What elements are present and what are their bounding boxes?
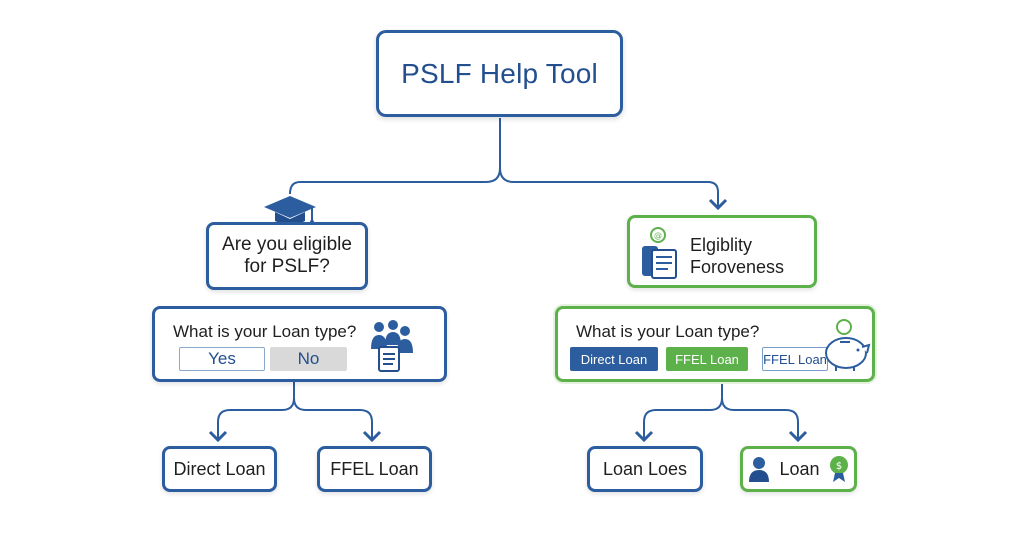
question-line-1: Are you eligible <box>222 234 352 255</box>
people-document-icon <box>371 320 413 372</box>
document-stack-icon: @ <box>642 227 677 279</box>
no-button[interactable]: No <box>270 347 347 371</box>
direct-loan-option[interactable]: Direct Loan <box>570 347 658 371</box>
eligibility-forgiveness-box: @ Elgiblity Foroveness <box>627 215 817 288</box>
right-loan-type-panel: What is your Loan type? Direct Loan FFEL… <box>555 306 875 382</box>
panel-question: What is your Loan type? <box>173 322 357 341</box>
left-loan-type-panel: What is your Loan type? Yes No <box>152 306 447 382</box>
ffel-loan-option-outline[interactable]: FFEL Loan <box>762 347 828 371</box>
leaf-label: Direct Loan <box>173 458 266 479</box>
loan-loes-box: Loan Loes <box>587 446 703 492</box>
panel-question: What is your Loan type? <box>576 322 760 341</box>
question-line-2: for PSLF? <box>244 256 330 277</box>
eligibility-question-box: Are you eligible for PSLF? <box>206 222 368 290</box>
direct-loan-box: Direct Loan <box>162 446 277 492</box>
piggy-bank-icon <box>825 319 871 371</box>
leaf-label: Loan Loes <box>602 458 688 479</box>
ffel-loan-box: FFEL Loan <box>317 446 432 492</box>
title-box: PSLF Help Tool <box>376 30 623 117</box>
ffel-loan-option[interactable]: FFEL Loan <box>666 347 748 371</box>
page-title: PSLF Help Tool <box>401 57 598 89</box>
eligibility-line-1: Elgiblity <box>690 235 753 255</box>
leaf-label: Loan <box>779 458 820 479</box>
svg-text:$: $ <box>835 461 841 472</box>
graduation-cap-icon <box>264 196 316 225</box>
svg-text:@: @ <box>654 231 662 240</box>
leaf-label: FFEL Loan <box>330 458 419 479</box>
yes-button[interactable]: Yes <box>179 347 265 371</box>
award-badge-icon: $ <box>829 456 848 482</box>
person-icon <box>749 457 770 482</box>
loan-box: Loan $ <box>740 446 857 492</box>
eligibility-line-2: Foroveness <box>690 257 785 277</box>
